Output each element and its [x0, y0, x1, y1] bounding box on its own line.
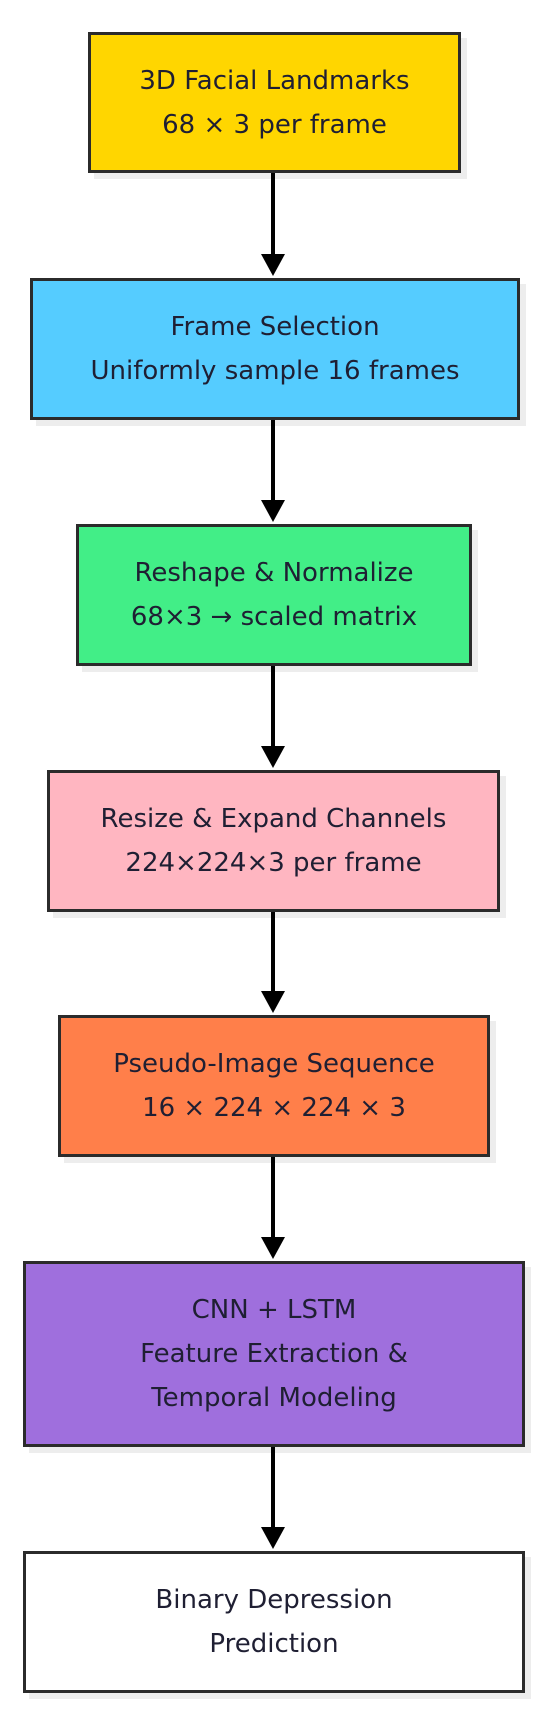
node-prediction-line-1: Binary Depression [155, 1585, 393, 1615]
node-landmarks: 3D Facial Landmarks 68 × 3 per frame [88, 32, 461, 173]
node-pseudo-image-line-2: 16 × 224 × 224 × 3 [142, 1093, 406, 1123]
edge-arrowhead-resize-expand-to-pseudo-image [261, 991, 285, 1013]
node-pseudo-image: Pseudo-Image Sequence 16 × 224 × 224 × 3 [58, 1015, 490, 1157]
node-resize-expand-line-2: 224×224×3 per frame [125, 848, 422, 878]
edge-arrowhead-landmarks-to-frame-selection [261, 254, 285, 276]
node-landmarks-line-2: 68 × 3 per frame [162, 109, 387, 140]
node-cnn-lstm-line-1: CNN + LSTM [191, 1295, 357, 1325]
node-landmarks-line-1: 3D Facial Landmarks [139, 65, 410, 96]
node-prediction-line-2: Prediction [209, 1629, 339, 1659]
node-pseudo-image-line-1: Pseudo-Image Sequence [113, 1049, 435, 1079]
node-prediction: Binary Depression Prediction [23, 1551, 525, 1693]
node-frame-selection-line-2: Uniformly sample 16 frames [90, 356, 460, 386]
node-reshape-normalize-line-1: Reshape & Normalize [134, 558, 414, 588]
node-frame-selection-line-1: Frame Selection [170, 312, 380, 342]
node-cnn-lstm-line-2: Feature Extraction & [140, 1339, 408, 1369]
node-cnn-lstm: CNN + LSTM Feature Extraction & Temporal… [23, 1261, 525, 1447]
node-reshape-normalize-line-2: 68×3 → scaled matrix [130, 602, 418, 632]
edge-arrowhead-cnn-lstm-to-prediction [261, 1527, 285, 1549]
node-resize-expand: Resize & Expand Channels 224×224×3 per f… [47, 770, 500, 912]
node-resize-expand-line-1: Resize & Expand Channels [100, 804, 447, 834]
node-reshape-normalize: Reshape & Normalize 68×3 → scaled matrix [76, 524, 472, 666]
edge-arrowhead-pseudo-image-to-cnn-lstm [261, 1237, 285, 1259]
node-frame-selection: Frame Selection Uniformly sample 16 fram… [30, 278, 520, 420]
edge-arrowhead-reshape-normalize-to-resize-expand [261, 746, 285, 768]
node-cnn-lstm-line-3: Temporal Modeling [151, 1383, 397, 1413]
edge-arrowhead-frame-selection-to-reshape-normalize [261, 500, 285, 522]
